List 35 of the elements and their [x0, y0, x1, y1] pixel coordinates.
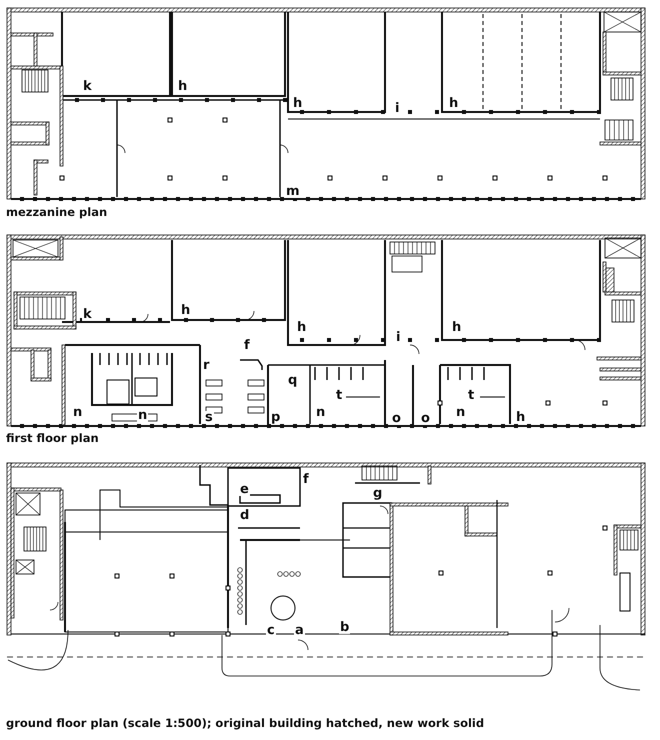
room-label: h: [451, 321, 462, 334]
room-label: t: [335, 389, 344, 402]
room-label: f: [302, 473, 310, 486]
room-label: h: [448, 97, 460, 110]
room-label: n: [137, 409, 148, 422]
room-label: o: [391, 412, 402, 425]
plan-title: first floor plan: [6, 433, 99, 444]
room-label: h: [296, 321, 308, 334]
plan-title: mezzanine plan: [6, 207, 108, 218]
room-label: i: [394, 102, 400, 115]
room-label: r: [202, 359, 210, 372]
room-label: f: [243, 339, 251, 352]
room-label: i: [395, 331, 402, 344]
room-label: k: [82, 80, 93, 93]
room-label: s: [204, 411, 214, 424]
room-label: q: [287, 374, 298, 387]
room-label: g: [372, 487, 384, 500]
room-label: c: [266, 624, 276, 637]
room-label: p: [270, 411, 282, 424]
room-label: a: [294, 624, 305, 637]
room-label: h: [292, 97, 304, 110]
room-label: m: [285, 185, 301, 198]
room-label: b: [339, 621, 350, 634]
room-label: k: [82, 308, 93, 321]
room-label: t: [467, 389, 476, 402]
room-label: e: [239, 483, 250, 496]
room-label: h: [180, 304, 192, 317]
room-label: o: [420, 412, 431, 425]
room-label: h: [177, 80, 188, 93]
room-label: d: [239, 509, 250, 522]
room-label: h: [515, 411, 526, 424]
room-label: n: [72, 406, 84, 419]
room-label: n: [315, 406, 326, 419]
room-label: n: [455, 406, 466, 419]
plan-title: ground floor plan (scale 1:500); original building hatched, new work solid: [6, 718, 484, 730]
